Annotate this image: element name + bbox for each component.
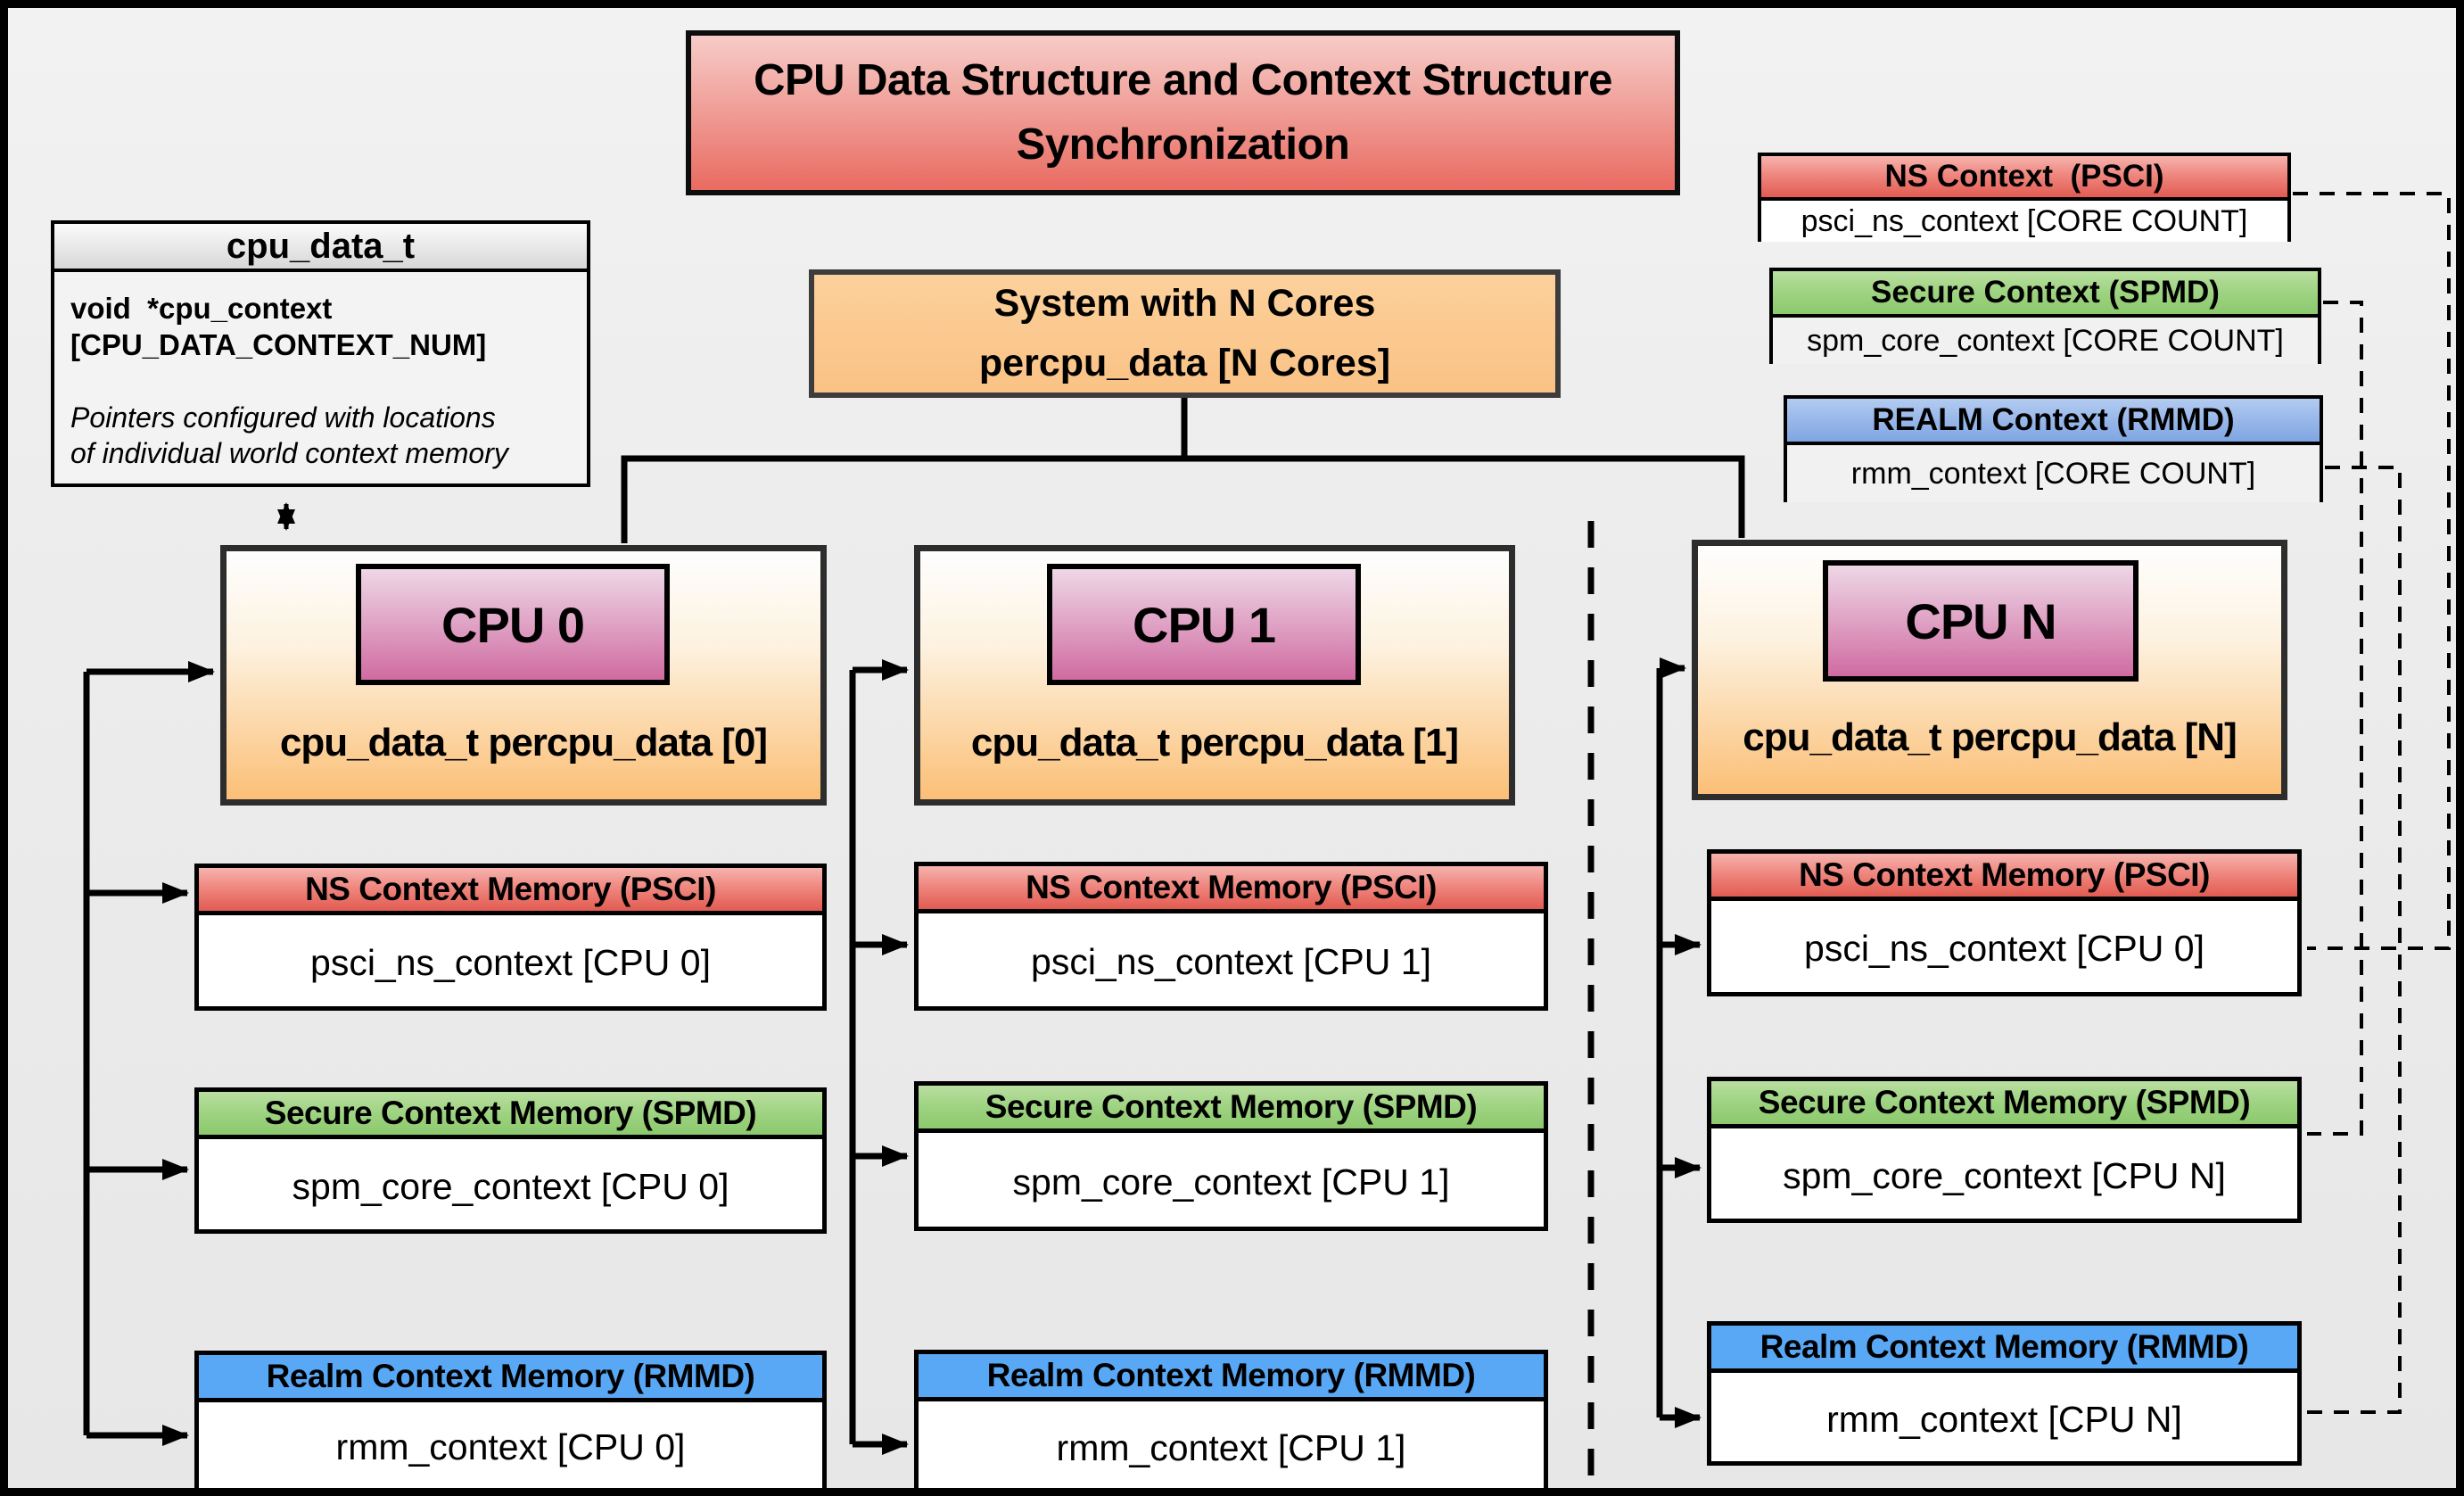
cpun-realm-memory-header: Realm Context Memory (RMMD) <box>1711 1326 2297 1373</box>
cpu1-ns-memory-box: NS Context Memory (PSCI) psci_ns_context… <box>914 862 1548 1011</box>
legend-ns-box: NS Context (PSCI) psci_ns_context [CORE … <box>1758 153 2291 242</box>
cpu1-ns-memory-body: psci_ns_context [CPU 1] <box>1031 941 1431 982</box>
cpun-realm-memory-body: rmm_context [CPU N] <box>1826 1398 2182 1440</box>
cpu-data-t-header: cpu_data_t <box>54 224 587 272</box>
cpu-data-t-note-line-2: of individual world context memory <box>70 436 508 469</box>
cpu0-ns-memory-body: psci_ns_context [CPU 0] <box>310 942 711 983</box>
cpu0-box: CPU 0 cpu_data_t percpu_data [0] <box>220 545 827 806</box>
cpu1-secure-memory-body: spm_core_context [CPU 1] <box>1012 1161 1450 1203</box>
cpun-box: CPU N cpu_data_t percpu_data [N] <box>1692 540 2287 800</box>
legend-realm-header: REALM Context (RMMD) <box>1787 399 2320 445</box>
cpun-ns-memory-body: psci_ns_context [CPU 0] <box>1804 928 2204 969</box>
cpun-realm-memory-box: Realm Context Memory (RMMD) rmm_context … <box>1707 1321 2302 1466</box>
secure-legend-dashed-connector <box>2307 301 2363 1136</box>
system-line-1: System with N Cores <box>993 282 1376 326</box>
diagram-title: CPU Data Structure and Context Structure… <box>686 30 1680 195</box>
cpu-data-t-note-line-1: Pointers configured with locations <box>70 401 496 434</box>
cpu1-percpu-data-line: cpu_data_t percpu_data [1] <box>970 721 1459 765</box>
legend-realm-body: rmm_context [CORE COUNT] <box>1787 445 2320 502</box>
title-line-2: Synchronization <box>1016 120 1350 169</box>
cpu1-realm-memory-body: rmm_context [CPU 1] <box>1056 1426 1406 1468</box>
connector-lines-layer <box>83 192 2451 1488</box>
cpu0-percpu-data-line: cpu_data_t percpu_data [0] <box>279 721 768 765</box>
legend-secure-box: Secure Context (SPMD) spm_core_context [… <box>1769 268 2321 364</box>
cpu0-realm-memory-box: Realm Context Memory (RMMD) rmm_context … <box>194 1351 827 1488</box>
cpu1-secure-memory-header: Secure Context Memory (SPMD) <box>919 1086 1544 1133</box>
cpu0-ns-memory-header: NS Context Memory (PSCI) <box>199 868 822 915</box>
cpu1-box: CPU 1 cpu_data_t percpu_data [1] <box>914 545 1515 806</box>
cpu0-secure-memory-header: Secure Context Memory (SPMD) <box>199 1092 822 1139</box>
cpu0-realm-memory-body: rmm_context [CPU 0] <box>335 1426 686 1467</box>
cpu-data-t-field-line-2: [CPU_DATA_CONTEXT_NUM] <box>70 328 487 362</box>
cpu0-secure-memory-box: Secure Context Memory (SPMD) spm_core_co… <box>194 1087 827 1234</box>
cpu0-label-chip: CPU 0 <box>356 564 670 685</box>
cpun-percpu-data-line: cpu_data_t percpu_data [N] <box>1743 715 2237 759</box>
cpu1-secure-memory-box: Secure Context Memory (SPMD) spm_core_co… <box>914 1081 1548 1231</box>
legend-secure-body: spm_core_context [CORE COUNT] <box>1773 318 2318 364</box>
cpun-ns-memory-header: NS Context Memory (PSCI) <box>1711 854 2297 901</box>
cpun-secure-memory-box: Secure Context Memory (SPMD) spm_core_co… <box>1707 1077 2302 1223</box>
cpu0-ns-memory-box: NS Context Memory (PSCI) psci_ns_context… <box>194 864 827 1011</box>
legend-ns-header: NS Context (PSCI) <box>1761 156 2287 201</box>
legend-realm-box: REALM Context (RMMD) rmm_context [CORE C… <box>1784 395 2323 502</box>
cpu-data-t-struct-box: cpu_data_t void *cpu_context [CPU_DATA_C… <box>51 220 590 487</box>
cpu1-realm-memory-header: Realm Context Memory (RMMD) <box>919 1354 1544 1401</box>
title-line-1: CPU Data Structure and Context Structure <box>754 56 1612 105</box>
legend-secure-header: Secure Context (SPMD) <box>1773 271 2318 318</box>
cpu1-ns-memory-header: NS Context Memory (PSCI) <box>919 866 1544 913</box>
cpun-secure-memory-header: Secure Context Memory (SPMD) <box>1711 1081 2297 1128</box>
legend-ns-body: psci_ns_context [CORE COUNT] <box>1761 201 2287 242</box>
cpu0-realm-memory-header: Realm Context Memory (RMMD) <box>199 1355 822 1402</box>
cpun-secure-memory-body: spm_core_context [CPU N] <box>1783 1154 2226 1196</box>
system-line-2: percpu_data [N Cores] <box>978 342 1391 384</box>
cpu1-realm-memory-box: Realm Context Memory (RMMD) rmm_context … <box>914 1350 1548 1488</box>
system-box: System with N Cores percpu_data [N Cores… <box>809 269 1561 398</box>
cpu0-secure-memory-body: spm_core_context [CPU 0] <box>292 1165 729 1207</box>
cpun-label-chip: CPU N <box>1823 560 2138 682</box>
realm-legend-dashed-connector <box>2306 466 2402 1414</box>
cpu-data-t-field-line-1: void *cpu_context <box>70 292 333 325</box>
cpu1-label-chip: CPU 1 <box>1047 564 1361 685</box>
cpun-ns-memory-box: NS Context Memory (PSCI) psci_ns_context… <box>1707 849 2302 996</box>
top-bus-line <box>621 455 1745 543</box>
